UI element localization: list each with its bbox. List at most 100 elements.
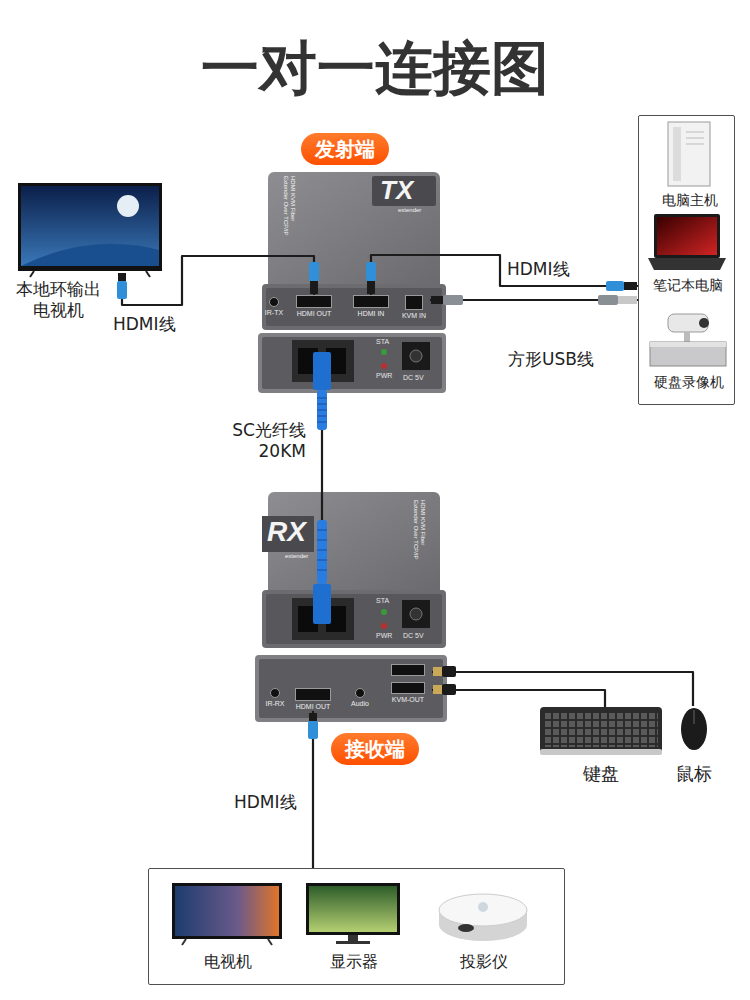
laptop xyxy=(657,217,717,255)
port-label: HDMI OUT xyxy=(292,310,336,318)
display-panel: 电视机显示器投影仪 xyxy=(148,868,565,985)
rx-unit-body xyxy=(259,659,443,718)
dvr xyxy=(650,314,726,366)
tx-unit-body xyxy=(410,350,422,362)
cable-label: HDMI线 xyxy=(507,259,579,280)
port-label: HDMI IN xyxy=(349,310,393,318)
cable-line xyxy=(432,690,605,707)
cable-line xyxy=(432,672,693,706)
hdmi-port: HDMI OUT xyxy=(290,688,336,711)
tx-unit-body xyxy=(381,363,387,369)
rx-unit-body xyxy=(255,655,447,722)
panel-marking: STA xyxy=(376,597,389,605)
keyboard xyxy=(544,711,658,747)
keyboard xyxy=(540,707,662,753)
tv-picture xyxy=(18,183,162,271)
panel-marking: PWR xyxy=(376,632,392,640)
audio-port: Audio xyxy=(348,688,372,708)
monitor xyxy=(306,883,400,944)
tx-unit-body xyxy=(258,172,446,393)
tv-picture: 本地环输出 电视机 xyxy=(18,183,162,273)
device-text: extender xyxy=(398,207,421,214)
usb-plug xyxy=(618,296,637,304)
keyboard xyxy=(540,749,662,755)
hdmi-port: HDMI OUT xyxy=(292,295,336,318)
rx-unit-body xyxy=(255,492,447,722)
monitor xyxy=(306,883,400,935)
port-hole xyxy=(295,688,331,701)
port-label: Audio xyxy=(348,700,372,708)
tv-picture xyxy=(21,244,159,266)
tv-picture xyxy=(117,195,139,217)
device-text: HDMI KVM Fiber Extender Over TCP/IP xyxy=(412,500,426,570)
cable-label: HDMI线 xyxy=(113,314,185,335)
mouse xyxy=(681,708,707,750)
usb-plug xyxy=(433,685,442,694)
sc-fiber-plug xyxy=(313,352,331,390)
port-hole xyxy=(355,688,365,698)
keyboard xyxy=(540,707,662,755)
tx-unit-body xyxy=(266,288,442,326)
sc-fiber-plug xyxy=(317,520,327,584)
panel-marking: STA xyxy=(376,338,389,346)
mouse: 鼠标 xyxy=(680,706,708,752)
dvr: 硬盘录像机 xyxy=(651,311,727,369)
sc-fiber-plug xyxy=(313,584,331,624)
cable-line xyxy=(371,255,638,295)
usb-plug xyxy=(442,684,456,695)
port-hole xyxy=(391,664,425,676)
rx-unit-body xyxy=(402,600,430,628)
port-hole xyxy=(270,688,280,698)
dvr xyxy=(684,332,690,342)
sc-fiber-plug xyxy=(313,352,331,624)
hdmi-port: HDMI IN xyxy=(349,295,393,318)
rx-unit-body xyxy=(410,608,422,620)
device-text: TX xyxy=(380,175,413,205)
laptop xyxy=(654,214,720,258)
tx-unit-body xyxy=(381,349,387,355)
tv-set: 电视机 xyxy=(173,884,283,946)
tag-text: 发射端 xyxy=(315,135,375,163)
sc-fiber-plug xyxy=(321,492,323,522)
projector xyxy=(478,902,488,912)
pc-tower xyxy=(668,122,710,186)
rx-unit-body xyxy=(262,590,446,648)
port-label: KVM IN xyxy=(398,312,430,320)
tv-picture xyxy=(30,271,150,277)
tv-set xyxy=(172,883,282,945)
usb-plug xyxy=(433,667,442,676)
hdmi-plug xyxy=(309,713,317,721)
caption-text: 鼠标 xyxy=(676,763,712,785)
projector: 投影仪 xyxy=(438,884,530,946)
rx-unit-body xyxy=(266,594,442,644)
dvr xyxy=(650,342,726,366)
monitor xyxy=(348,935,358,941)
rx-unit-body xyxy=(268,492,440,596)
hdmi-plug xyxy=(118,273,126,281)
diagram-title: 一对一连接图 xyxy=(0,34,750,102)
tv-set xyxy=(182,939,272,945)
tv-picture xyxy=(18,183,162,277)
pc-tower xyxy=(673,127,681,181)
usb-plug xyxy=(431,296,443,304)
tx-unit-body xyxy=(262,337,442,389)
pc-tower: 电脑主机 xyxy=(665,122,715,188)
caption-text: 键盘 xyxy=(583,763,619,785)
monitor: 显示器 xyxy=(306,884,401,946)
caption-text: 投影仪 xyxy=(460,952,508,972)
hdmi-plug xyxy=(117,281,127,299)
usb-plug xyxy=(431,295,637,695)
projector xyxy=(439,894,527,926)
dvr xyxy=(699,318,709,328)
rx-unit-body xyxy=(381,623,387,629)
rx-unit: RXextenderHDMI KVM Fiber Extender Over T… xyxy=(258,492,446,722)
caption-text: 笔记本电脑 xyxy=(653,277,723,294)
usb-b-port: KVM IN xyxy=(398,295,430,320)
projector xyxy=(458,924,474,932)
rx-unit-body xyxy=(381,609,387,615)
mouse xyxy=(681,708,707,750)
cable-label: SC光纤线 20KM xyxy=(220,420,306,462)
hdmi-plug xyxy=(308,721,318,739)
tv-picture xyxy=(21,186,159,266)
port-label: KVM-OUT xyxy=(384,696,432,704)
